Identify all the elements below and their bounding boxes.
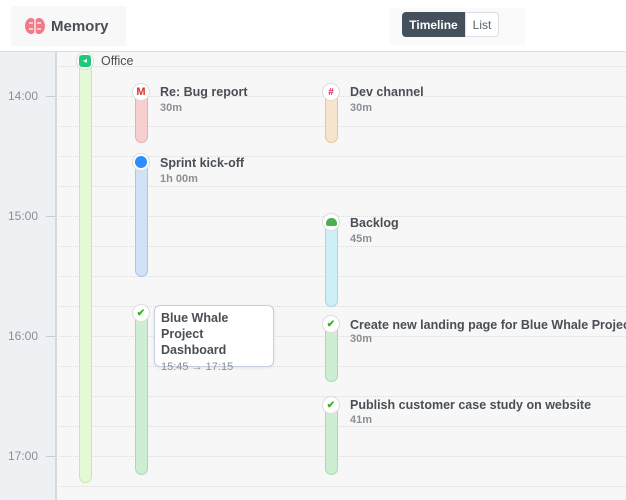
event-duration: 30m <box>350 333 373 345</box>
grid-line <box>59 216 626 217</box>
event-title[interactable]: Backlog <box>350 216 399 230</box>
time-axis: 14:00 15:00 16:00 17:00 <box>0 52 57 500</box>
app-name: Memory <box>51 17 109 35</box>
event-duration: 30m <box>350 102 373 114</box>
header: Memory Timeline List <box>0 0 626 52</box>
hour-label: 14:00 <box>8 89 56 103</box>
event-duration: 45m <box>350 233 373 245</box>
brain-icon <box>25 18 45 34</box>
grid-line <box>59 426 626 427</box>
location-arrow-icon: ◂ <box>76 52 94 70</box>
event-duration: 41m <box>350 414 373 426</box>
grid-line <box>59 156 626 157</box>
event-bar-backlog[interactable] <box>325 222 338 307</box>
hour-label: 17:00 <box>8 449 56 463</box>
app-brand[interactable]: Memory <box>11 6 126 46</box>
event-popup[interactable]: Blue Whale Project Dashboard 15:45 → 17:… <box>154 305 274 373</box>
grid-line <box>59 246 626 247</box>
event-bar-blue-whale[interactable] <box>135 313 148 475</box>
event-time-range: 15:45 → 17:15 <box>161 361 267 373</box>
event-bar-case-study[interactable] <box>325 405 338 475</box>
check-icon: ✔ <box>322 396 340 414</box>
event-title: Blue Whale Project Dashboard <box>161 311 229 357</box>
event-title[interactable]: Publish customer case study on website <box>350 398 592 412</box>
zoom-video-icon <box>132 153 150 171</box>
hour-label: 16:00 <box>8 329 56 343</box>
grid-line <box>59 126 626 127</box>
slack-icon: # <box>322 83 340 101</box>
check-icon: ✔ <box>322 315 340 333</box>
grid-line <box>59 336 626 337</box>
tab-timeline[interactable]: Timeline <box>402 12 465 37</box>
range-end: 17:15 <box>205 361 234 373</box>
grid-line <box>59 456 626 457</box>
view-toggle: Timeline List <box>390 8 525 45</box>
event-duration: 30m <box>160 102 183 114</box>
event-duration: 1h 00m <box>160 173 198 185</box>
grid-line <box>59 306 626 307</box>
grid-line <box>59 66 626 67</box>
event-title[interactable]: Sprint kick-off <box>160 156 245 170</box>
event-title[interactable]: Re: Bug report <box>160 85 248 99</box>
grid-line <box>59 276 626 277</box>
grid-line <box>59 396 626 397</box>
grid-line <box>59 486 626 487</box>
office-label: Office <box>101 54 134 68</box>
backlog-icon <box>322 213 340 231</box>
grid-line <box>59 96 626 97</box>
tab-list[interactable]: List <box>465 12 499 37</box>
event-title[interactable]: Dev channel <box>350 85 424 99</box>
event-title[interactable]: Create new landing page for Blue Whale P… <box>350 318 626 332</box>
hour-label: 15:00 <box>8 209 56 223</box>
range-start: 15:45 <box>161 361 189 373</box>
grid-line <box>59 186 626 187</box>
gmail-icon: M <box>132 83 150 101</box>
grid-line <box>59 366 626 367</box>
event-bar-sprint[interactable] <box>135 162 148 277</box>
office-bar[interactable] <box>79 62 92 483</box>
arrow-icon: → <box>191 361 203 373</box>
check-icon: ✔ <box>132 304 150 322</box>
